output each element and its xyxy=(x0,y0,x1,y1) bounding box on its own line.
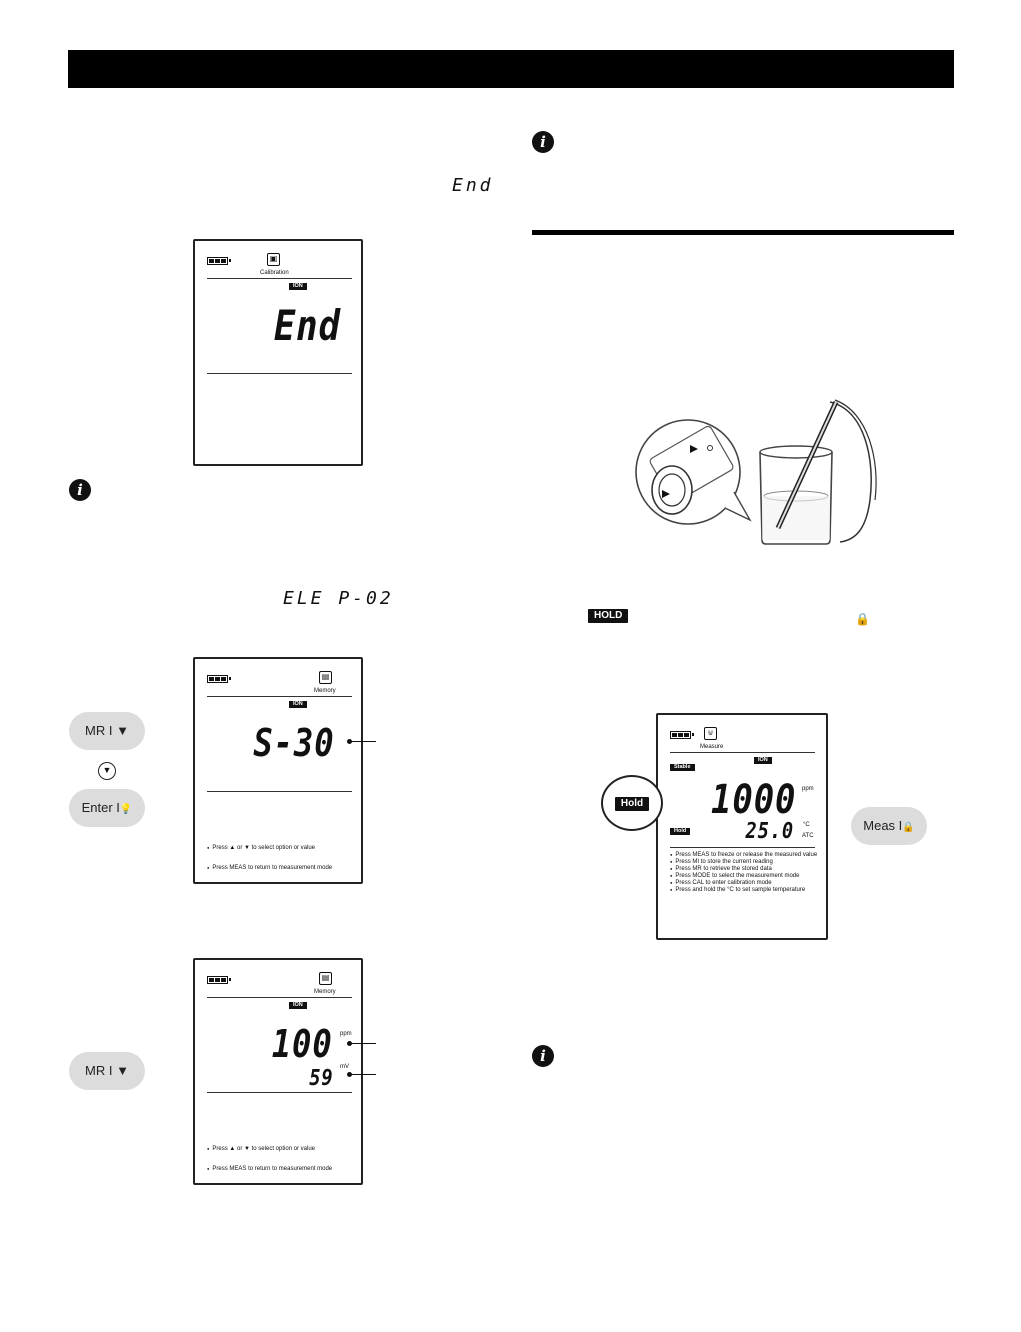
info-icon: i xyxy=(532,1045,554,1067)
callout-line xyxy=(347,739,376,744)
divider xyxy=(207,997,352,998)
section-header-bar xyxy=(68,50,954,88)
main-display: 1000 xyxy=(710,777,796,823)
enter-backlight-button[interactable]: Enter I💡 xyxy=(69,789,145,827)
main-display: End xyxy=(273,301,341,350)
sub-unit: mV xyxy=(340,1064,349,1070)
hint-line: Press MI to store the current reading xyxy=(670,859,772,865)
enter-label: Enter I xyxy=(81,800,120,815)
ion-badge: ION xyxy=(289,701,307,708)
battery-icon xyxy=(207,675,231,683)
battery-icon xyxy=(207,257,231,265)
divider xyxy=(207,696,352,697)
main-display: 100 xyxy=(272,1022,333,1066)
divider xyxy=(670,752,815,753)
temperature-unit: °C xyxy=(803,822,810,828)
ion-badge: ION xyxy=(754,757,772,764)
divider xyxy=(207,373,352,374)
mr-down-button[interactable]: MR I ▼ xyxy=(69,1052,145,1090)
hold-indicator: Hold xyxy=(670,828,691,835)
mode-label: Memory xyxy=(314,989,336,995)
lcd-memory-reading: ▤ Memory ION 100 ppm 59 mV Press ▲ or ▼ … xyxy=(193,958,363,1185)
lock-icon: 🔒 xyxy=(902,822,915,833)
main-unit: ppm xyxy=(340,1031,352,1037)
section-rule xyxy=(532,230,954,235)
hold-zoom-bubble: Hold xyxy=(601,775,663,831)
bulb-icon: 💡 xyxy=(119,804,133,815)
lcd-calibration-end: ▣ Calibration ION End xyxy=(193,239,363,466)
main-unit: ppm xyxy=(802,786,814,792)
callout-line xyxy=(347,1041,376,1046)
inline-end-code: End xyxy=(452,175,494,196)
hint-line: Press ▲ or ▼ to select option or value xyxy=(207,1146,315,1152)
divider xyxy=(207,791,352,792)
lock-icon: 🔒 xyxy=(855,612,870,626)
main-display: S-30 xyxy=(253,721,335,765)
hint-line: Press MEAS to return to measurement mode xyxy=(207,865,332,871)
battery-icon xyxy=(207,976,231,984)
ion-badge: ION xyxy=(289,1002,307,1009)
sub-display: 59 xyxy=(308,1066,333,1091)
measure-icon: ⊍ xyxy=(704,727,717,740)
meas-lock-button[interactable]: Meas I🔒 xyxy=(851,807,927,845)
hint-line: Press MR to retrieve the stored data xyxy=(670,866,771,872)
info-icon: i xyxy=(69,479,91,501)
hold-zoom-label: Hold xyxy=(615,797,649,811)
hint-line: Press MEAS to freeze or release the meas… xyxy=(670,852,817,858)
temperature-display: 25.0 xyxy=(745,819,794,844)
divider xyxy=(207,278,352,279)
memory-icon: ▤ xyxy=(319,972,332,985)
divider xyxy=(670,847,815,848)
mode-label: Measure xyxy=(700,744,724,750)
hint-line: Press MODE to select the measurement mod… xyxy=(670,873,799,879)
down-arrow-icon: ▼ xyxy=(98,762,116,780)
inline-electrode-code: ELE P-02 xyxy=(283,588,394,609)
mr-down-button[interactable]: MR I ▼ xyxy=(69,712,145,750)
memory-icon: ▤ xyxy=(319,671,332,684)
lcd-memory-recall: ▤ Memory ION S-30 Press ▲ or ▼ to select… xyxy=(193,657,363,884)
hint-line: Press and hold the °C to set sample temp… xyxy=(670,887,805,893)
mode-label: Calibration xyxy=(260,270,289,276)
lcd-measure-hold: ⊍ Measure ION Stable 1000 ppm Hold 25.0 … xyxy=(656,713,828,940)
callout-line xyxy=(347,1072,376,1077)
mode-label: Memory xyxy=(314,688,336,694)
calibration-icon: ▣ xyxy=(267,253,280,266)
stable-badge: Stable xyxy=(670,764,695,771)
info-icon: i xyxy=(532,131,554,153)
hint-line: Press MEAS to return to measurement mode xyxy=(207,1166,332,1172)
electrode-beaker-illustration xyxy=(635,399,877,545)
divider xyxy=(207,1092,352,1093)
meas-label: Meas I xyxy=(863,818,903,833)
hint-line: Press ▲ or ▼ to select option or value xyxy=(207,845,315,851)
hint-line: Press CAL to enter calibration mode xyxy=(670,880,771,886)
battery-icon xyxy=(670,731,694,739)
atc-label: ATC xyxy=(802,833,814,839)
ion-badge: ION xyxy=(289,283,307,290)
hold-badge: HOLD xyxy=(588,609,629,623)
